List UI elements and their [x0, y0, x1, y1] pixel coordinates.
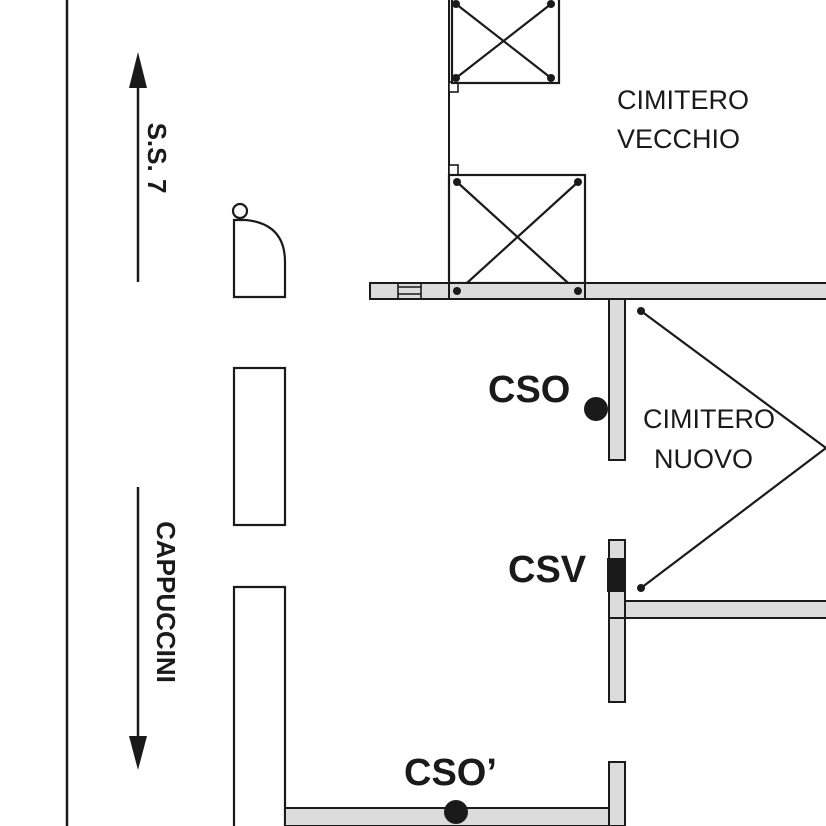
old-cemetery-label-line1: CIMITERO	[617, 85, 749, 115]
new-cemetery-west-wall-upper	[608, 298, 626, 461]
road-label-cappuccini: CAPPUCCINI	[151, 521, 181, 683]
csv-point-marker	[607, 558, 624, 592]
old-cemetery-label-line2: VECCHIO	[617, 124, 740, 154]
new-cemetery-diagonals	[637, 307, 826, 592]
cso-point-marker	[584, 397, 608, 421]
road-arrow-south	[129, 487, 147, 770]
old-cemetery-block-bottom	[447, 173, 587, 293]
cso-prime-point-marker	[444, 800, 468, 824]
cso-prime-label: CSO’	[404, 752, 497, 794]
cso-label: CSO	[488, 369, 570, 411]
cemetery-south-wall	[369, 282, 826, 300]
bottom-right-wall-stub	[608, 761, 626, 826]
old-cemetery-block-top	[450, 0, 561, 85]
gate-marker	[397, 283, 422, 299]
new-cemetery-south-wall	[624, 600, 826, 619]
kiosk-structure	[231, 202, 287, 299]
csv-label: CSV	[508, 549, 587, 591]
new-cemetery-label-line1: CIMITERO	[643, 404, 775, 434]
building-block-1	[232, 366, 287, 527]
road-arrow-north	[129, 52, 147, 282]
building-block-2	[232, 585, 287, 826]
road-label-ss7: S.S. 7	[142, 123, 172, 194]
new-cemetery-label-line2: NUOVO	[654, 444, 753, 474]
